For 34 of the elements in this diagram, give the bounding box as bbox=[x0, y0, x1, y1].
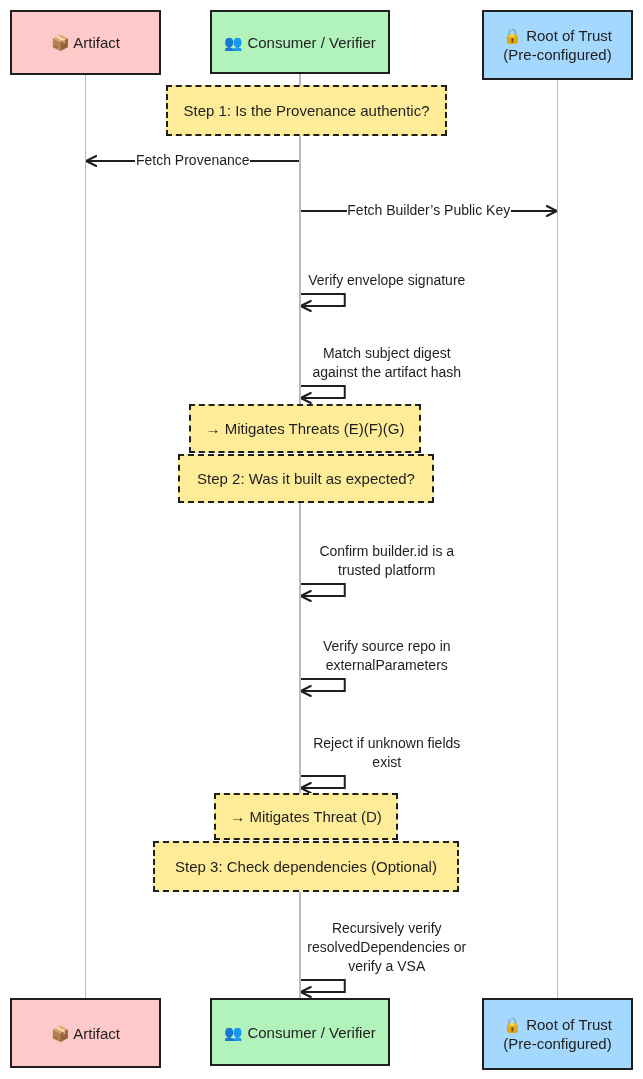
lifeline bbox=[299, 74, 301, 998]
participant-box bbox=[482, 10, 633, 80]
participant-label: 👥 Consumer / Verifier bbox=[224, 33, 376, 51]
participant-box bbox=[210, 10, 390, 74]
lifeline bbox=[84, 75, 87, 998]
participant-box bbox=[10, 998, 161, 1068]
participant-box bbox=[10, 10, 161, 75]
message-label: Confirm builder.id is a trusted platform bbox=[318, 542, 455, 580]
participant-label: 📦 Artifact bbox=[51, 34, 120, 51]
note-text: → Mitigates Threat (D) bbox=[230, 808, 382, 825]
message-label: Match subject digest against the artifact hash bbox=[311, 344, 462, 382]
self-message-arrow bbox=[299, 583, 346, 602]
note-box bbox=[178, 454, 434, 503]
self-message-arrow bbox=[299, 775, 346, 794]
note-box bbox=[153, 841, 459, 892]
note-box bbox=[189, 404, 421, 453]
note-text: Step 1: Is the Provenance authentic? bbox=[183, 102, 430, 119]
participant-label: 📦 Artifact bbox=[51, 1024, 120, 1042]
message-label: Fetch Builder’s Public Key bbox=[346, 201, 511, 220]
note-box bbox=[214, 793, 398, 840]
participant-label: 🔒 Root of Trust (Pre-configured) bbox=[502, 1016, 612, 1052]
self-message-arrow bbox=[299, 385, 346, 404]
note-box bbox=[166, 85, 447, 136]
lifeline bbox=[556, 80, 559, 998]
message-label: Recursively verify resolvedDependencies or verify a VSA bbox=[306, 919, 467, 976]
participant-box bbox=[482, 998, 633, 1070]
note-text: Step 3: Check dependencies (Optional) bbox=[175, 858, 437, 875]
note-text: → Mitigates Threats (E)(F)(G) bbox=[205, 420, 405, 437]
self-message-arrow bbox=[299, 979, 346, 998]
participant-label: 🔒 Root of Trust (Pre-configured) bbox=[502, 27, 612, 63]
participant-box bbox=[210, 998, 390, 1066]
participant-label: 👥 Consumer / Verifier bbox=[224, 1023, 376, 1041]
self-message-arrow bbox=[299, 678, 346, 697]
note-text: Step 2: Was it built as expected? bbox=[197, 470, 415, 487]
